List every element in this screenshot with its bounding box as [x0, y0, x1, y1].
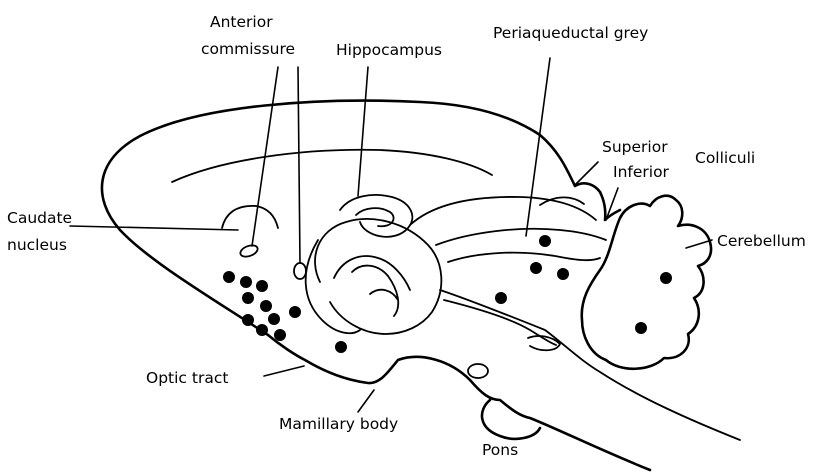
hippocampus-curl-inner: [356, 208, 394, 226]
colliculi-outline: [600, 192, 620, 220]
thalamus-inner-lobes: [334, 256, 410, 316]
dot: [289, 306, 301, 318]
corpus-callosum: [172, 150, 492, 182]
dot: [274, 329, 286, 341]
leader-periaqueductal-grey: [526, 58, 550, 236]
dot: [260, 300, 272, 312]
internal-capsule: [306, 240, 360, 333]
dot: [256, 324, 268, 336]
hippocampus-tail: [410, 197, 596, 225]
leader-superior-colliculus: [575, 162, 598, 185]
dot: [660, 272, 672, 284]
dot: [530, 262, 542, 274]
label-periaqueductal-grey: Periaqueductal grey: [493, 24, 648, 42]
leader-hippocampus: [358, 67, 368, 196]
dot: [240, 276, 252, 288]
dot: [557, 268, 569, 280]
dot: [635, 322, 647, 334]
label-pons: Pons: [482, 441, 518, 459]
dot: [335, 341, 347, 353]
aqueduct-line-lower: [448, 253, 600, 262]
caudate-region: [222, 206, 278, 228]
label-superior: Superior: [602, 138, 668, 156]
hippocampus-curl-outer: [340, 195, 412, 237]
label-mamillary-body: Mamillary body: [279, 415, 398, 433]
leader-optic-tract: [264, 366, 304, 376]
ventral-outline: [268, 335, 650, 470]
label-anterior-commissure-line2: commissure: [201, 40, 295, 58]
cerebellum-outline: [582, 196, 711, 369]
aqueduct-line-upper: [436, 229, 606, 245]
dot: [242, 292, 254, 304]
leader-anterior-commissure-right: [298, 67, 300, 263]
leader-caudate: [70, 226, 238, 230]
mamillary-oval: [468, 364, 488, 378]
label-caudate-line1: Caudate: [7, 209, 72, 227]
leader-mamillary-body: [358, 390, 374, 412]
brainstem-inner: [444, 300, 556, 345]
internal-structures: [222, 195, 606, 378]
brain-outline: [102, 101, 740, 470]
dot: [256, 280, 268, 292]
dot: [495, 292, 507, 304]
cortex-outline: [102, 101, 600, 335]
label-colliculi: Colliculi: [695, 149, 755, 167]
anterior-commissure-oval-left: [239, 243, 259, 259]
anterior-commissure-oval-right: [294, 263, 306, 279]
label-cerebellum: Cerebellum: [717, 232, 806, 250]
dot: [268, 313, 280, 325]
label-optic-tract: Optic tract: [146, 369, 228, 387]
label-anterior-commissure-line1: Anterior: [210, 13, 273, 31]
leader-lines: [70, 58, 712, 412]
label-inferior: Inferior: [613, 163, 670, 181]
dot: [539, 235, 551, 247]
leader-cerebellum: [686, 240, 712, 248]
label-caudate-line2: nucleus: [7, 236, 67, 254]
dot: [242, 314, 254, 326]
dot: [223, 271, 235, 283]
label-hippocampus: Hippocampus: [336, 41, 442, 59]
dots: [223, 235, 672, 353]
